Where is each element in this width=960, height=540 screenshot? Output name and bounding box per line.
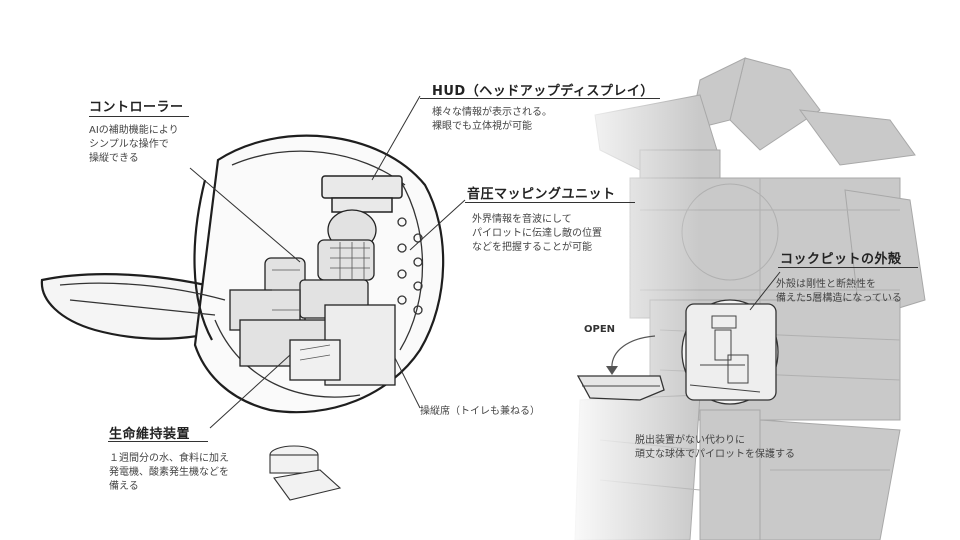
controller-desc-line: シンプルな操作で	[89, 139, 169, 150]
escape-desc-line: 脱出装置がない代わりに	[635, 435, 745, 446]
escape-desc: 脱出装置がない代わりに 頑丈な球体でパイロットを保護する	[635, 434, 795, 462]
controller-desc-line: 操縦できる	[89, 153, 139, 164]
sound-mapping-desc-line: パイロットに伝達し敵の位置	[472, 228, 602, 239]
controller-title: コントローラー	[89, 100, 184, 115]
life-support-desc: １週間分の水、食料に加え 発電機、酸素発生機などを 備える	[109, 452, 229, 494]
sound-mapping-desc-line: 外界情報を音波にして	[472, 214, 572, 225]
life-support-desc-line: 発電機、酸素発生機などを	[109, 467, 229, 478]
life-support-title: 生命維持装置	[109, 427, 191, 442]
life-support-underline	[108, 441, 208, 442]
life-support-desc-line: １週間分の水、食料に加え	[109, 453, 229, 464]
hud-desc-line: 様々な情報が表示される。	[432, 107, 552, 118]
shell-desc: 外殻は剛性と断熱性を 備えた5層構造になっている	[776, 278, 902, 306]
controller-desc: AIの補助機能により シンプルな操作で 操縦できる	[89, 124, 179, 166]
shell-desc-line: 外殻は剛性と断熱性を	[776, 279, 876, 290]
controller-underline	[89, 116, 189, 117]
sound-mapping-underline	[465, 202, 635, 203]
sound-mapping-desc: 外界情報を音波にして パイロットに伝達し敵の位置 などを把握することが可能	[472, 213, 602, 255]
shell-title: コックピットの外殻	[780, 252, 902, 267]
shell-underline	[778, 267, 918, 268]
hud-underline	[420, 98, 660, 99]
controller-desc-line: AIの補助機能により	[89, 125, 179, 136]
hud-desc: 様々な情報が表示される。 裸眼でも立体視が可能	[432, 106, 552, 134]
seat-label: 操縦席（トイレも兼ねる）	[420, 406, 540, 417]
sound-mapping-desc-line: などを把握することが可能	[472, 242, 592, 253]
hud-desc-line: 裸眼でも立体視が可能	[432, 121, 532, 132]
hud-title: HUD（ヘッドアップディスプレイ）	[432, 84, 654, 99]
life-support-desc-line: 備える	[109, 481, 139, 492]
open-label: OPEN	[584, 324, 616, 335]
sound-mapping-title: 音圧マッピングユニット	[467, 187, 616, 202]
escape-desc-line: 頑丈な球体でパイロットを保護する	[635, 449, 795, 460]
shell-desc-line: 備えた5層構造になっている	[776, 293, 902, 304]
